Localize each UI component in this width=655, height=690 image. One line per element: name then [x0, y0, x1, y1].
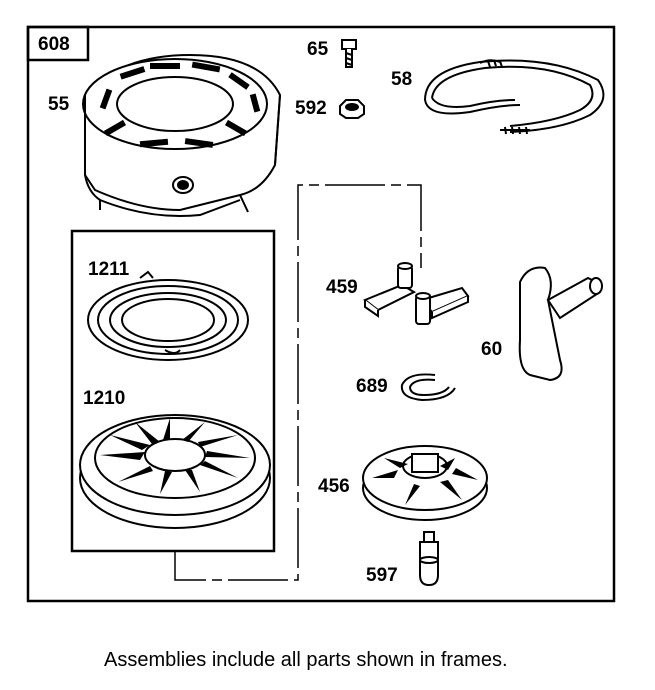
frame-number-box	[26, 25, 90, 62]
pawl-part	[363, 262, 470, 325]
rope-part	[424, 59, 605, 135]
label-pin: 597	[366, 565, 398, 586]
screw-part	[341, 39, 357, 68]
pin-part	[419, 531, 439, 587]
connector-lines	[174, 184, 422, 581]
pulley-part	[79, 414, 271, 529]
label-cup: 456	[318, 476, 350, 497]
label-screw: 65	[307, 39, 329, 60]
assembly-frame	[70, 229, 276, 553]
assembly-note: Assemblies include all parts shown in fr…	[104, 649, 508, 671]
label-handle: 60	[481, 339, 503, 360]
handle-part	[518, 266, 603, 382]
label-pawl: 459	[326, 277, 358, 298]
label-rope: 58	[391, 69, 413, 90]
spring-part	[87, 270, 249, 361]
label-nut: 592	[295, 98, 327, 119]
label-blower-housing: 55	[48, 94, 70, 115]
outer-frame	[26, 25, 616, 603]
cup-part	[362, 445, 488, 521]
retainer-part	[400, 373, 456, 402]
label-spring: 1211	[88, 259, 130, 280]
label-retainer: 689	[356, 376, 388, 397]
blower-housing-part	[82, 53, 282, 217]
label-pulley: 1210	[83, 388, 126, 409]
nut-part	[339, 99, 365, 119]
frame-number: 608	[38, 34, 70, 55]
